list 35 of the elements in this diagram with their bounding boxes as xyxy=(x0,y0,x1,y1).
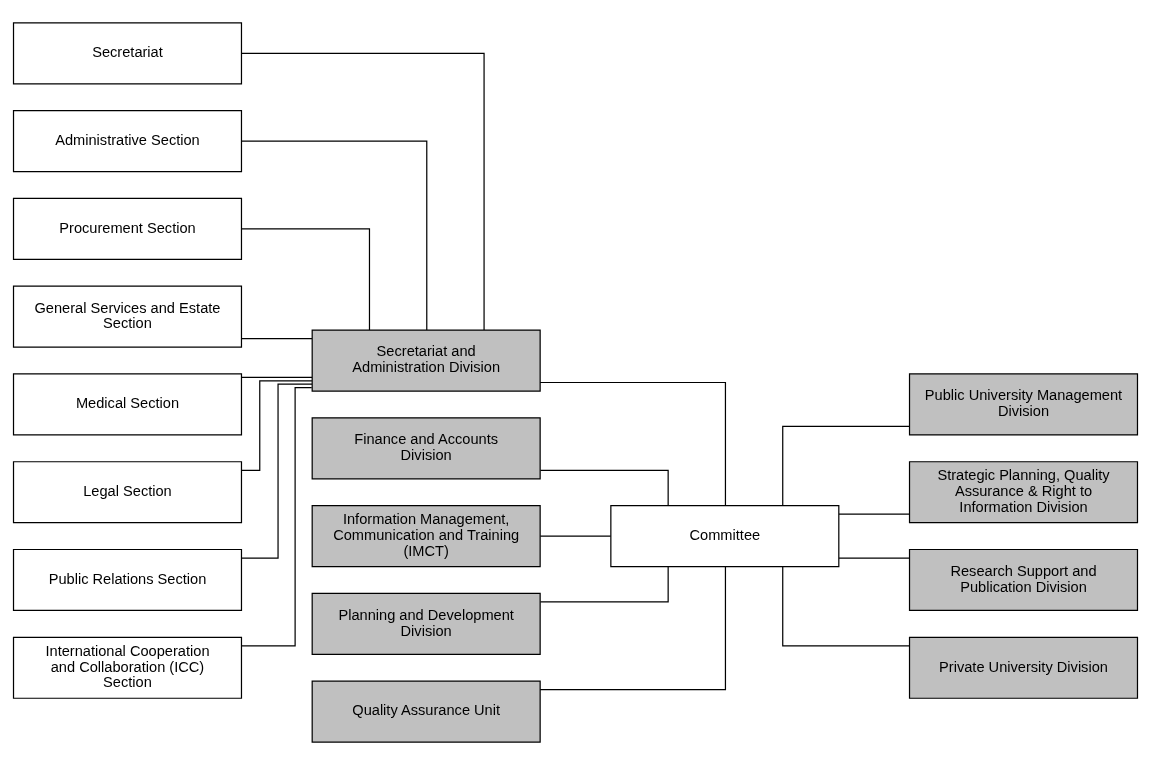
connector xyxy=(241,52,485,331)
connector xyxy=(539,469,669,506)
connector xyxy=(838,513,910,515)
connector xyxy=(241,376,313,378)
node-box: Public Relations Section xyxy=(12,548,243,611)
connector xyxy=(539,565,727,690)
connector xyxy=(241,379,313,471)
connector xyxy=(539,565,669,603)
node-box: Planning and Development Division xyxy=(311,592,541,655)
node-box: Research Support and Publication Division xyxy=(908,548,1139,611)
connector xyxy=(539,535,612,537)
node-box: Medical Section xyxy=(12,372,243,436)
connector xyxy=(241,383,313,559)
connector xyxy=(241,386,313,646)
connector xyxy=(240,140,428,331)
node-box: Private University Division xyxy=(908,636,1139,699)
node-box: Administrative Section xyxy=(12,109,243,172)
connector xyxy=(782,425,911,506)
connector xyxy=(838,556,910,559)
connector xyxy=(241,337,313,339)
connector xyxy=(782,565,911,646)
node-box: Strategic Planning, Quality Assurance & Right to Information Division xyxy=(908,460,1139,523)
node-box: General Services and Estate Section xyxy=(12,285,243,348)
node-box: Public University Management Division xyxy=(908,372,1139,436)
node-box: Finance and Accounts Division xyxy=(311,416,541,479)
node-box: Committee xyxy=(610,504,840,567)
node-box: Secretariat and Administration Division xyxy=(311,328,541,392)
node-box: Quality Assurance Unit xyxy=(311,680,541,743)
node-box: Information Management, Communication and Training (IMCT) xyxy=(311,504,541,567)
connector xyxy=(241,227,371,331)
node-box: International Cooperation and Collaboration (ICC) Section xyxy=(12,636,243,699)
node-box: Procurement Section xyxy=(12,197,243,260)
connector xyxy=(539,381,727,506)
node-box: Secretariat xyxy=(12,21,243,84)
node-box: Legal Section xyxy=(12,460,243,523)
